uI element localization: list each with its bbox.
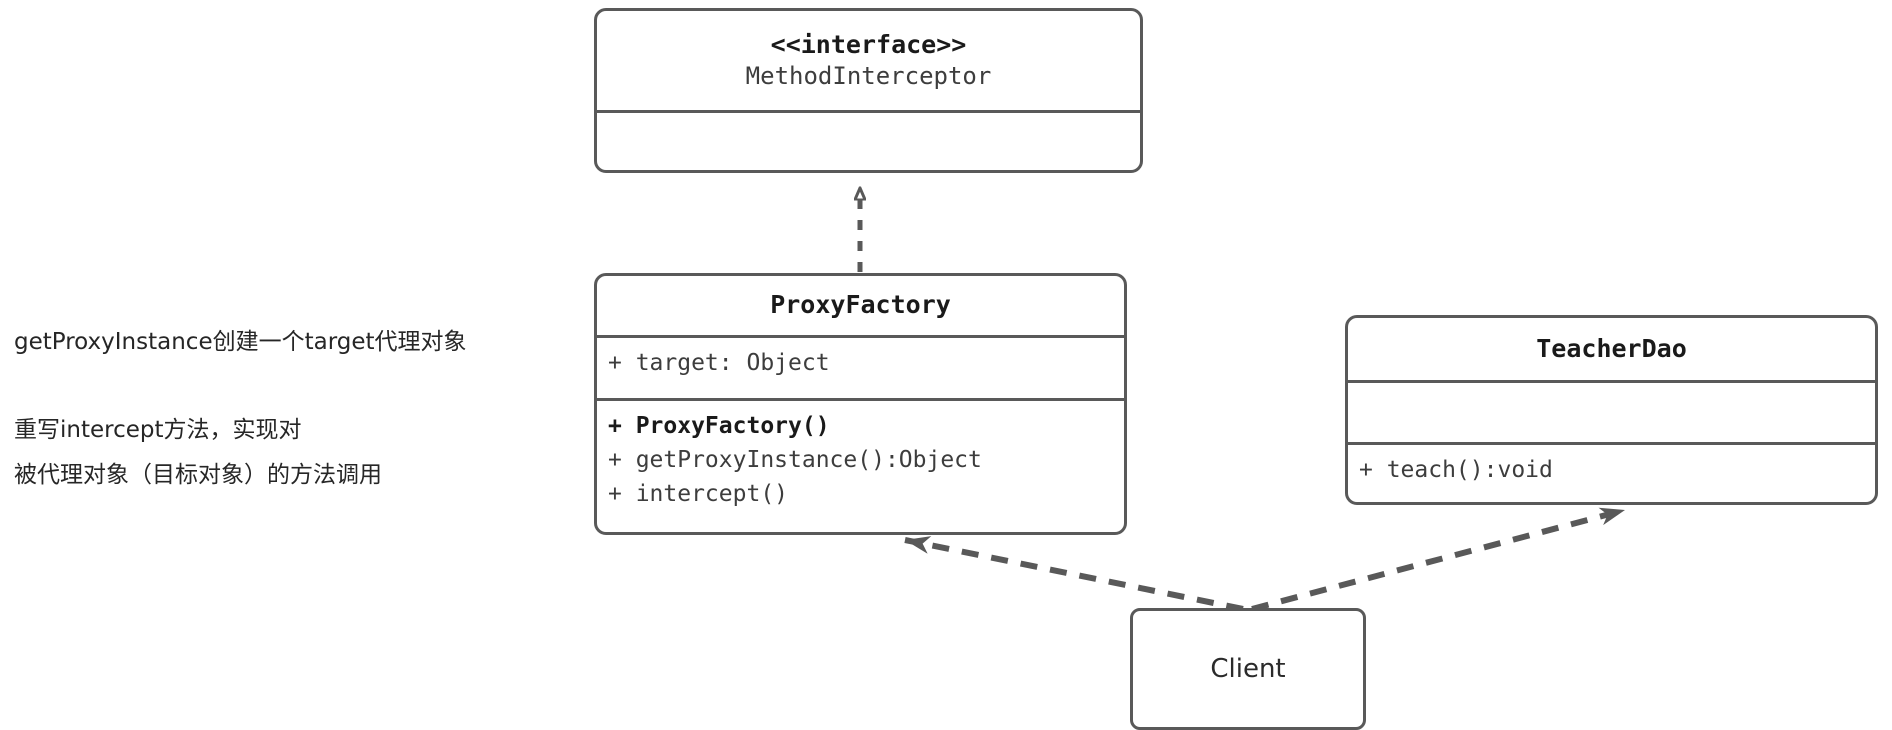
annotation-intercept-line-1: 重写intercept方法，实现对	[14, 417, 302, 443]
class-header-teacher-dao: TeacherDao	[1348, 318, 1875, 380]
annotation-intercept-line-2: 被代理对象（目标对象）的方法调用	[14, 462, 382, 488]
class-methods-teacher-dao: + teach():void	[1348, 442, 1875, 502]
class-stereotype-label: <<interface>>	[770, 30, 967, 60]
class-header-proxy-factory: ProxyFactory	[597, 276, 1124, 335]
class-attributes-teacher-dao	[1348, 380, 1875, 442]
class-box-proxy-factory[interactable]: ProxyFactory + target: Object + ProxyFac…	[594, 273, 1127, 535]
class-header-method-interceptor: <<interface>> MethodInterceptor	[597, 11, 1140, 110]
class-attribute-row: + target: Object	[608, 350, 830, 376]
class-box-method-interceptor[interactable]: <<interface>> MethodInterceptor	[594, 8, 1143, 173]
edge-client-proxyfactory	[904, 536, 1244, 612]
class-attributes-proxy-factory: + target: Object	[597, 335, 1124, 398]
class-box-teacher-dao[interactable]: TeacherDao + teach():void	[1345, 315, 1878, 505]
class-name-label: Client	[1210, 654, 1286, 684]
class-attributes-method-interceptor	[597, 110, 1140, 170]
class-name-label: TeacherDao	[1536, 333, 1687, 363]
class-box-client[interactable]: Client	[1130, 608, 1366, 730]
class-method-row: + intercept()	[608, 481, 789, 507]
annotation-get-proxy-instance: getProxyInstance创建一个target代理对象	[14, 329, 467, 355]
class-method-row: + teach():void	[1359, 457, 1553, 483]
class-methods-proxy-factory: + ProxyFactory() + getProxyInstance():Ob…	[597, 398, 1124, 532]
class-name-label: MethodInterceptor	[745, 61, 992, 90]
edge-client-teacherdao	[1251, 507, 1626, 612]
class-method-row: + getProxyInstance():Object	[608, 447, 982, 473]
class-name-label: ProxyFactory	[770, 290, 951, 320]
class-method-row: + ProxyFactory()	[608, 413, 830, 439]
